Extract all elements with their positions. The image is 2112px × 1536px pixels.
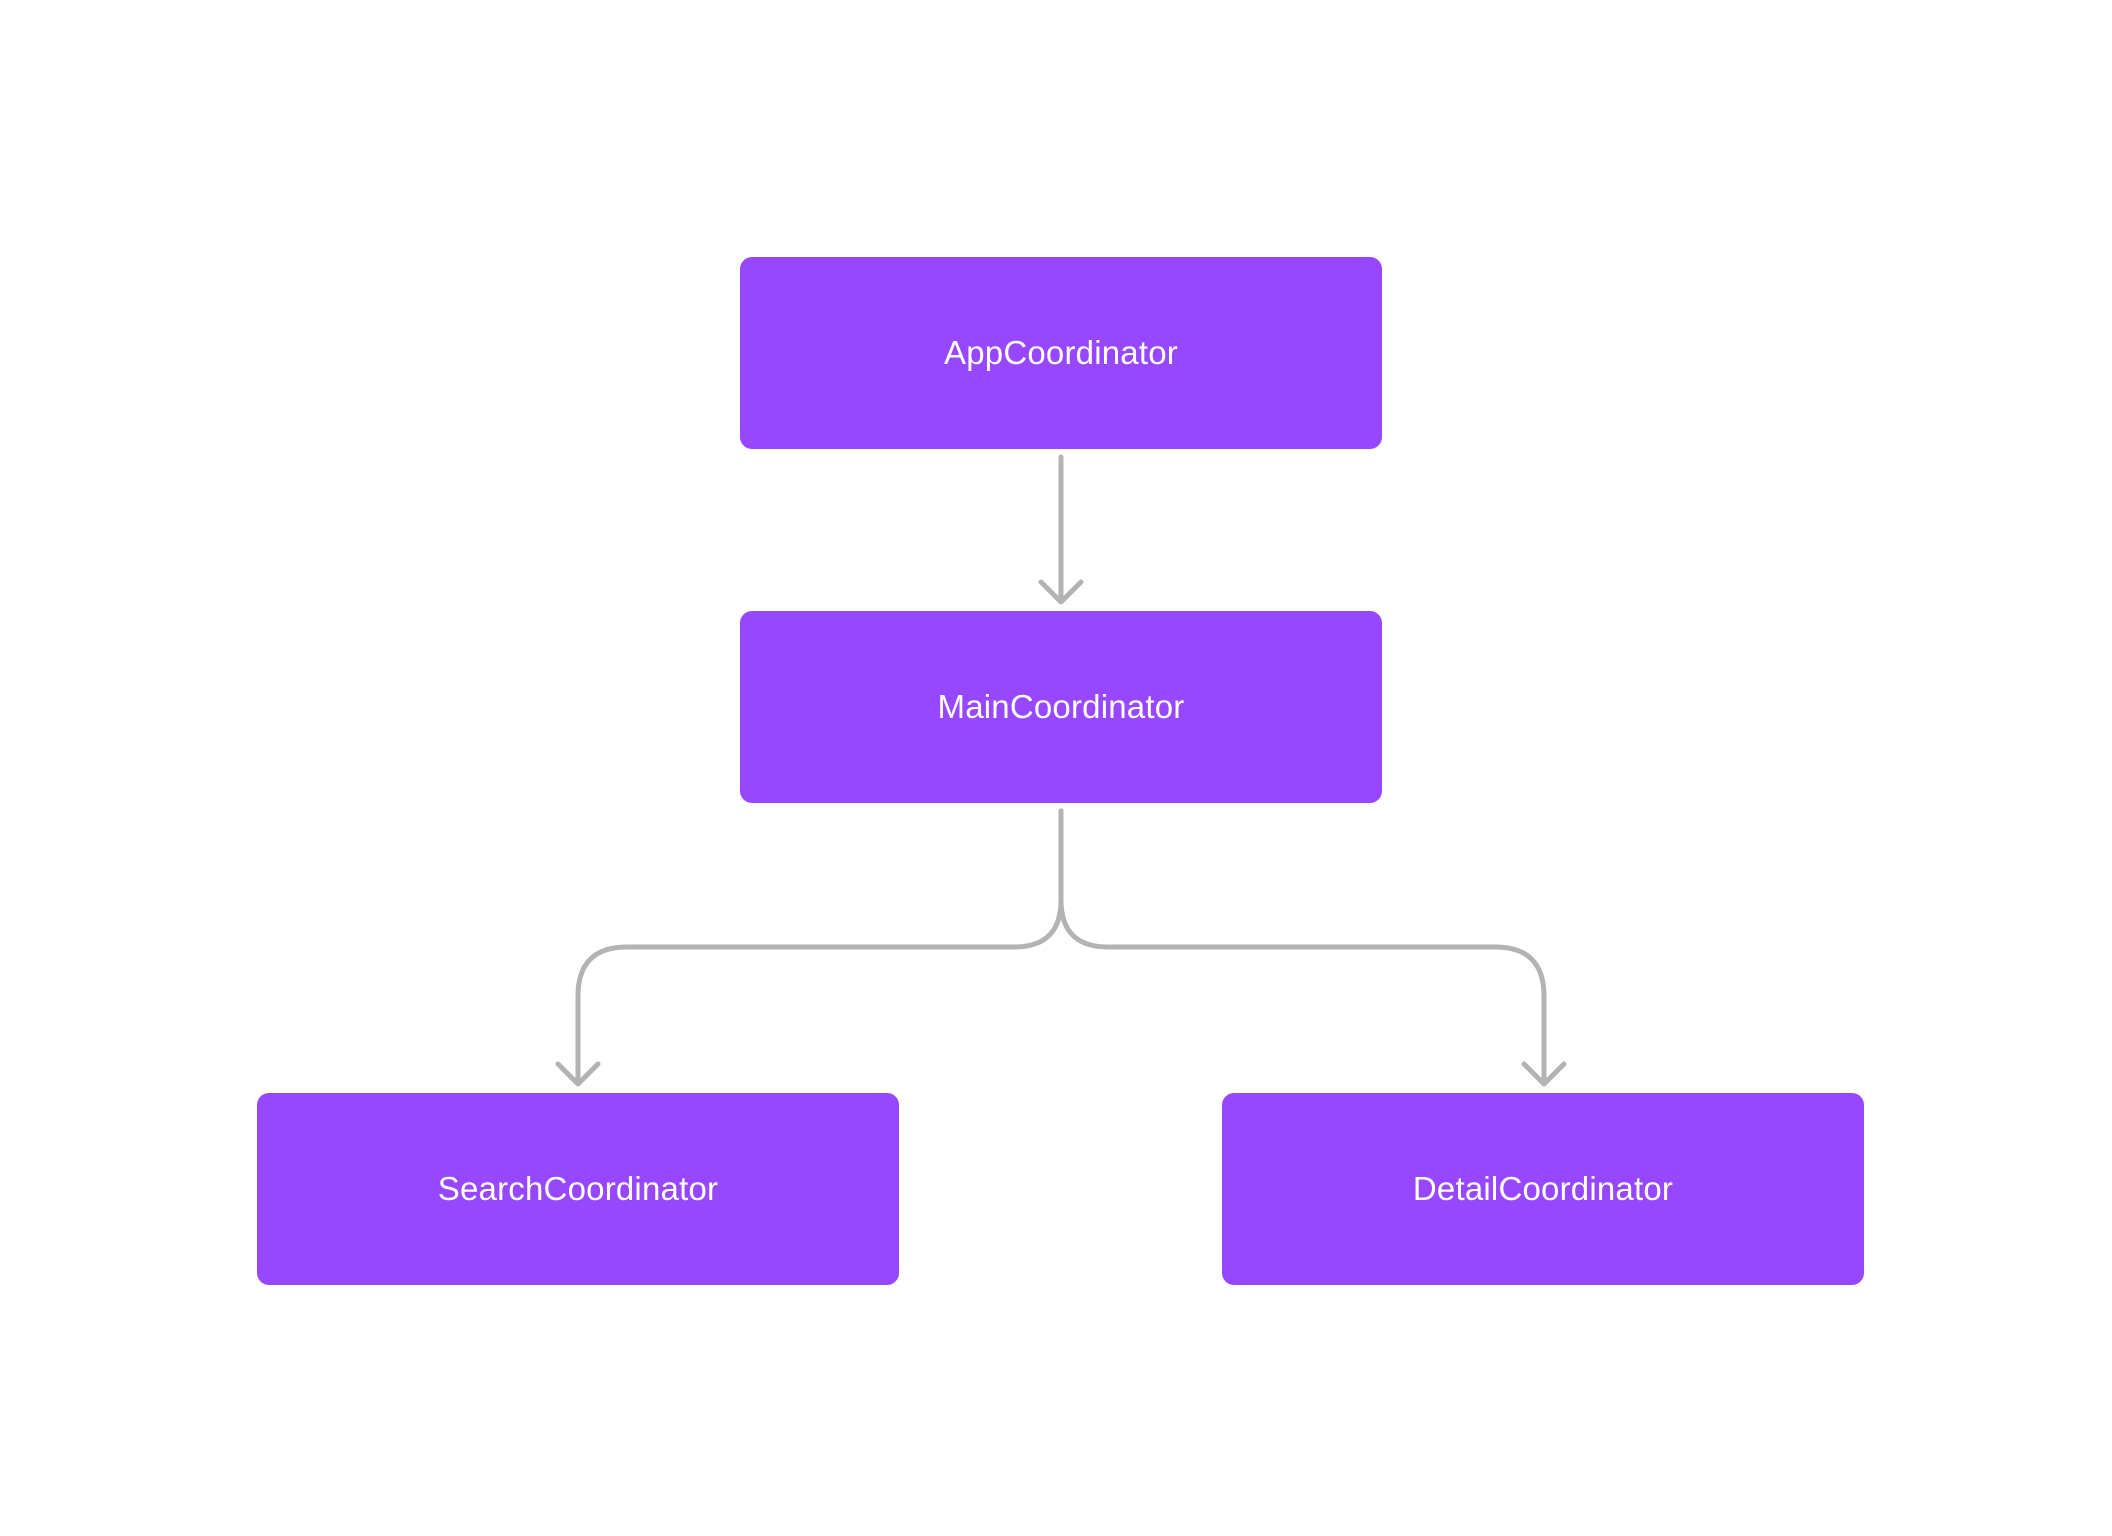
arrowhead-detail-icon	[1521, 1061, 1567, 1087]
node-app-coordinator[interactable]: AppCoordinator	[740, 257, 1382, 449]
arrowhead-search-icon	[555, 1061, 601, 1087]
node-label-detail: DetailCoordinator	[1412, 1170, 1674, 1207]
node-label-search: SearchCoordinator	[437, 1170, 719, 1207]
arrowhead-main-icon	[1038, 579, 1084, 605]
node-search-coordinator[interactable]: SearchCoordinator	[257, 1093, 899, 1285]
node-main-coordinator[interactable]: MainCoordinator	[740, 611, 1382, 803]
node-detail-coordinator[interactable]: DetailCoordinator	[1222, 1093, 1864, 1285]
node-label-main: MainCoordinator	[937, 688, 1185, 725]
edge-main-to-detail	[1058, 808, 1547, 1085]
node-label-app: AppCoordinator	[944, 334, 1178, 371]
edge-main-to-search	[575, 808, 1064, 1085]
